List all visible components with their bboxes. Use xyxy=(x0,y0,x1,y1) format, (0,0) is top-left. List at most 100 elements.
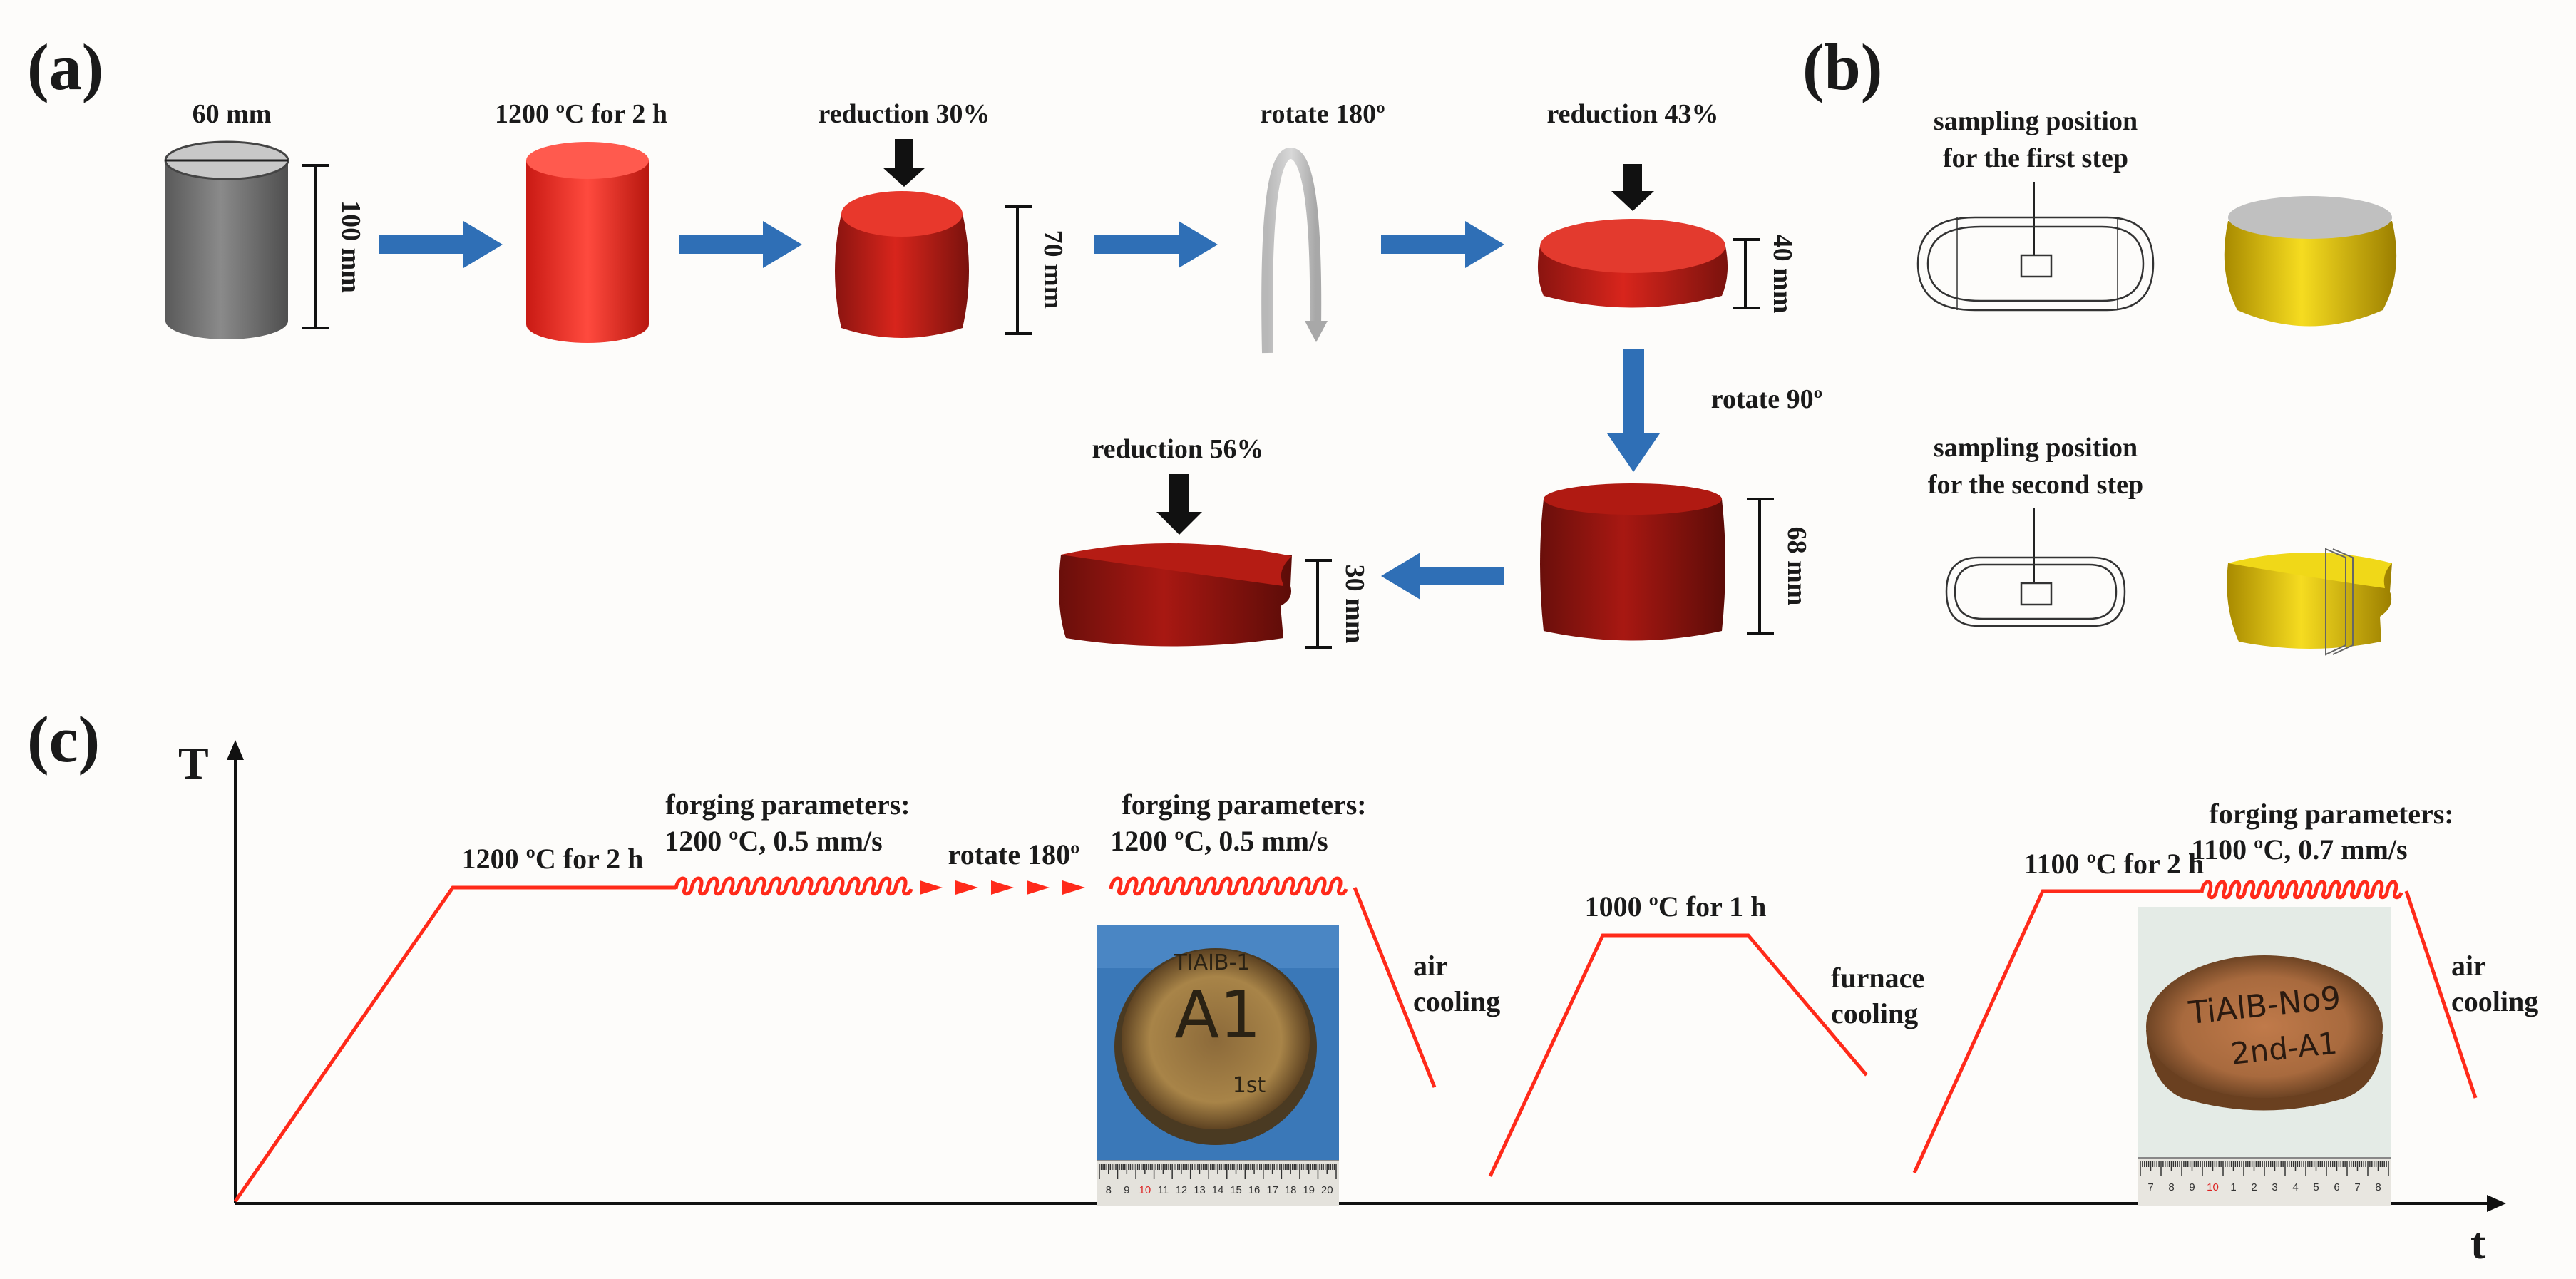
sample-photo-1 xyxy=(1097,925,1339,1206)
air-cooling-line-1 xyxy=(1353,887,1437,1088)
ruler-tick-label: 8 xyxy=(2168,1181,2174,1193)
ruler-tick-label: 20 xyxy=(1321,1184,1333,1196)
panel-label-c: (c) xyxy=(27,703,100,776)
sampling-first-line1: sampling position xyxy=(1934,106,2138,136)
height-initial-label: 100 mm xyxy=(336,200,366,293)
reduction-56-label: reduction 56% xyxy=(1092,434,1263,464)
forging-1-title: forging parameters: xyxy=(665,789,910,821)
heated-cylinder xyxy=(526,142,649,343)
ruler-tick-label: 1 xyxy=(2230,1181,2236,1193)
furnace-cooling-line1: furnace xyxy=(1831,962,1924,994)
forging-3-params: 1100 ºC, 0.7 mm/s xyxy=(2191,833,2407,865)
process-arrow-2 xyxy=(679,221,802,268)
hold-1100-label: 1100 ºC for 2 h xyxy=(2024,848,2204,880)
ruler-tick-label: 15 xyxy=(1230,1184,1242,1196)
press-arrow-1 xyxy=(883,139,925,187)
ruler-tick-label: 12 xyxy=(1176,1184,1188,1196)
air-cooling-3-line2: cooling xyxy=(2451,985,2538,1017)
rotate-dashed-arrows xyxy=(920,880,1085,895)
profile-segment-2 xyxy=(1488,933,1868,1178)
photo-1-label-line1: TIAIB-1 xyxy=(1173,950,1250,975)
process-arrow-1 xyxy=(379,221,503,268)
ruler-tick-label: 3 xyxy=(2272,1181,2277,1193)
height-dimension-70 xyxy=(1005,205,1032,335)
ruler-tick-label: 10 xyxy=(2207,1181,2219,1193)
height-40-label: 40 mm xyxy=(1767,235,1797,314)
press-arrow-2 xyxy=(1611,164,1654,211)
panel-label-a: (a) xyxy=(27,31,103,103)
process-arrow-left xyxy=(1381,553,1504,600)
ruler-tick-label: 19 xyxy=(1303,1184,1315,1196)
process-arrow-3 xyxy=(1094,221,1218,268)
photo-1-label-line3: 1st xyxy=(1233,1073,1266,1098)
forged-disk-43 xyxy=(1537,219,1728,308)
ruler-tick-label: 6 xyxy=(2334,1181,2339,1193)
height-68-label: 68 mm xyxy=(1782,527,1812,606)
air-cooling-3-line1: air xyxy=(2451,950,2486,982)
final-forged-disk xyxy=(1059,543,1292,647)
hold-1000-label: 1000 ºC for 1 h xyxy=(1585,890,1767,923)
panel-label-b: (b) xyxy=(1802,31,1882,103)
ruler-tick-label: 14 xyxy=(1212,1184,1224,1196)
ruler-tick-label: 11 xyxy=(1158,1184,1169,1196)
sampling-first-line2: for the first step xyxy=(1943,143,2128,173)
sampling-3d-first xyxy=(2224,196,2397,327)
ruler-tick-label: 2 xyxy=(2251,1181,2257,1193)
diameter-label: 60 mm xyxy=(193,99,272,129)
process-arrow-down xyxy=(1607,349,1660,472)
air-cooling-1-line1: air xyxy=(1413,950,1448,982)
reduction-43-label: reduction 43% xyxy=(1546,99,1718,129)
forging-2-title: forging parameters: xyxy=(1122,789,1366,821)
ruler-tick-label: 4 xyxy=(2292,1181,2298,1193)
rotate-90-label: rotate 90º xyxy=(1711,384,1822,414)
hold-1200-label: 1200 ºC for 2 h xyxy=(462,843,644,875)
height-dimension-100 xyxy=(302,164,329,329)
ruler-tick-label: 13 xyxy=(1194,1184,1206,1196)
forging-wave-3 xyxy=(2200,880,2403,900)
sampling-second-line2: for the second step xyxy=(1928,470,2143,500)
height-dimension-68 xyxy=(1747,498,1774,635)
ruler-tick-label: 17 xyxy=(1266,1184,1278,1196)
rotate-180-arrow xyxy=(1261,147,1328,354)
rotate-180-label: rotate 180º xyxy=(1260,99,1385,129)
ruler-tick-label: 5 xyxy=(2313,1181,2319,1193)
height-dimension-30 xyxy=(1305,559,1332,649)
air-cooling-1-line2: cooling xyxy=(1413,985,1500,1017)
time-axis xyxy=(235,1195,2506,1212)
press-arrow-3 xyxy=(1156,474,1202,535)
ruler-tick-label: 9 xyxy=(2189,1181,2195,1193)
ruler-tick-label: 7 xyxy=(2147,1181,2153,1193)
temperature-axis xyxy=(227,740,244,1203)
ruler-tick-label: 18 xyxy=(1285,1184,1297,1196)
ruler-tick-label: 8 xyxy=(1106,1184,1112,1196)
forging-2-params: 1200 ºC, 0.5 mm/s xyxy=(1110,825,1328,857)
sampling-3d-second xyxy=(2227,548,2392,656)
sampling-outline-first xyxy=(1916,216,2155,312)
sampling-second-line1: sampling position xyxy=(1934,433,2138,463)
heating-label: 1200 ºC for 2 h xyxy=(495,99,667,129)
reduction-30-label: reduction 30% xyxy=(818,99,990,129)
ruler-2-ticks xyxy=(2140,1161,2389,1176)
rotated-barrel-68 xyxy=(1540,483,1725,641)
process-arrow-4 xyxy=(1381,221,1504,268)
sample-photo-2 xyxy=(2138,907,2391,1206)
rotate-180-profile-label: rotate 180º xyxy=(948,838,1080,870)
initial-cylinder xyxy=(164,140,289,339)
ruler-tick-label: 7 xyxy=(2354,1181,2360,1193)
sampling-outline-second xyxy=(1945,556,2126,627)
axis-label-t-upper: T xyxy=(178,738,209,789)
ruler-1-ticks xyxy=(1099,1164,1337,1179)
axis-label-time: t xyxy=(2470,1218,2486,1268)
furnace-cooling-line2: cooling xyxy=(1831,997,1918,1029)
forging-wave-1 xyxy=(674,876,913,896)
ruler-tick-label: 10 xyxy=(1139,1184,1151,1196)
photo-1-label-line2: A1 xyxy=(1174,977,1261,1053)
forged-barrel-1 xyxy=(835,191,969,338)
profile-segment-3 xyxy=(1912,889,2200,1174)
height-70-label: 70 mm xyxy=(1038,230,1068,309)
forging-wave-2 xyxy=(1109,876,1348,896)
forging-1-params: 1200 ºC, 0.5 mm/s xyxy=(664,825,882,857)
